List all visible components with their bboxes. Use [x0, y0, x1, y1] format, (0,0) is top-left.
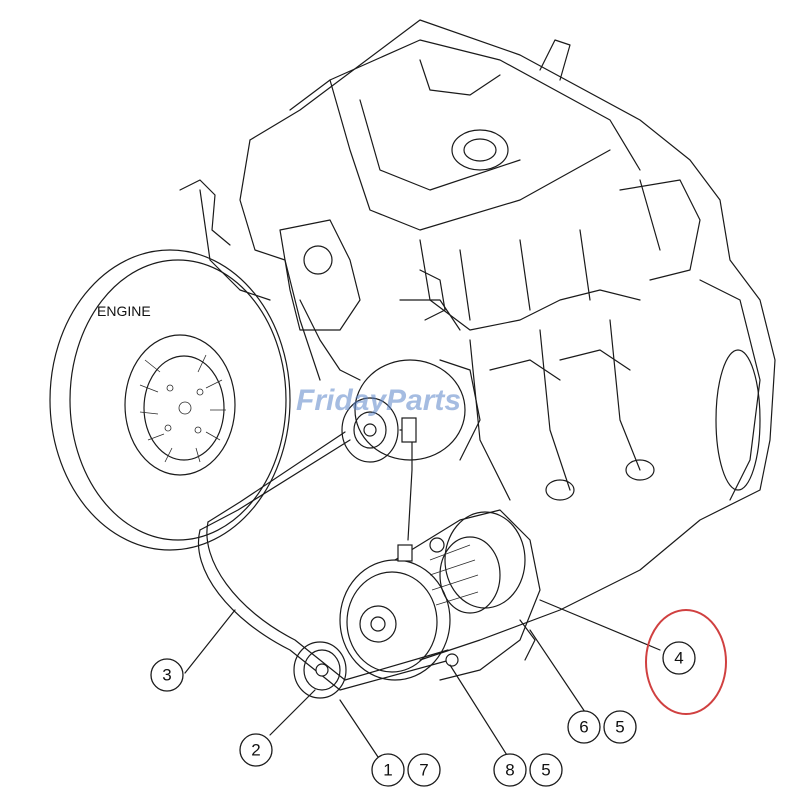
- alternator: [341, 359, 481, 541]
- callout-label-4: 4: [674, 649, 683, 668]
- engine-block: [179, 19, 776, 661]
- callout-label-5-lower: 5: [541, 761, 550, 780]
- callout-label-2: 2: [251, 741, 260, 760]
- engine-label: ENGINE: [97, 303, 151, 319]
- highlight-ring: [645, 609, 727, 715]
- callout-5-lower: 5: [529, 753, 563, 787]
- drive-belt: [198, 431, 451, 691]
- callout-8: 8: [493, 753, 527, 787]
- callout-1: 1: [371, 753, 405, 787]
- callout-label-3: 3: [162, 666, 171, 685]
- callout-2: 2: [239, 733, 273, 767]
- watermark-text: FridayParts: [296, 384, 461, 417]
- crank-pulley: [293, 641, 347, 699]
- engine-flywheel: [49, 249, 291, 551]
- callout-label-5-upper: 5: [615, 718, 624, 737]
- callout-label-7: 7: [419, 761, 428, 780]
- callout-4: 4: [662, 641, 696, 675]
- ac-compressor: [339, 509, 541, 681]
- callout-3: 3: [150, 658, 184, 692]
- callout-6: 6: [567, 710, 601, 744]
- callout-label-1: 1: [383, 761, 392, 780]
- leader-lines: [184, 599, 661, 761]
- callout-7: 7: [407, 753, 441, 787]
- callout-5-upper: 5: [603, 710, 637, 744]
- callout-label-6: 6: [579, 718, 588, 737]
- callout-label-8: 8: [505, 761, 514, 780]
